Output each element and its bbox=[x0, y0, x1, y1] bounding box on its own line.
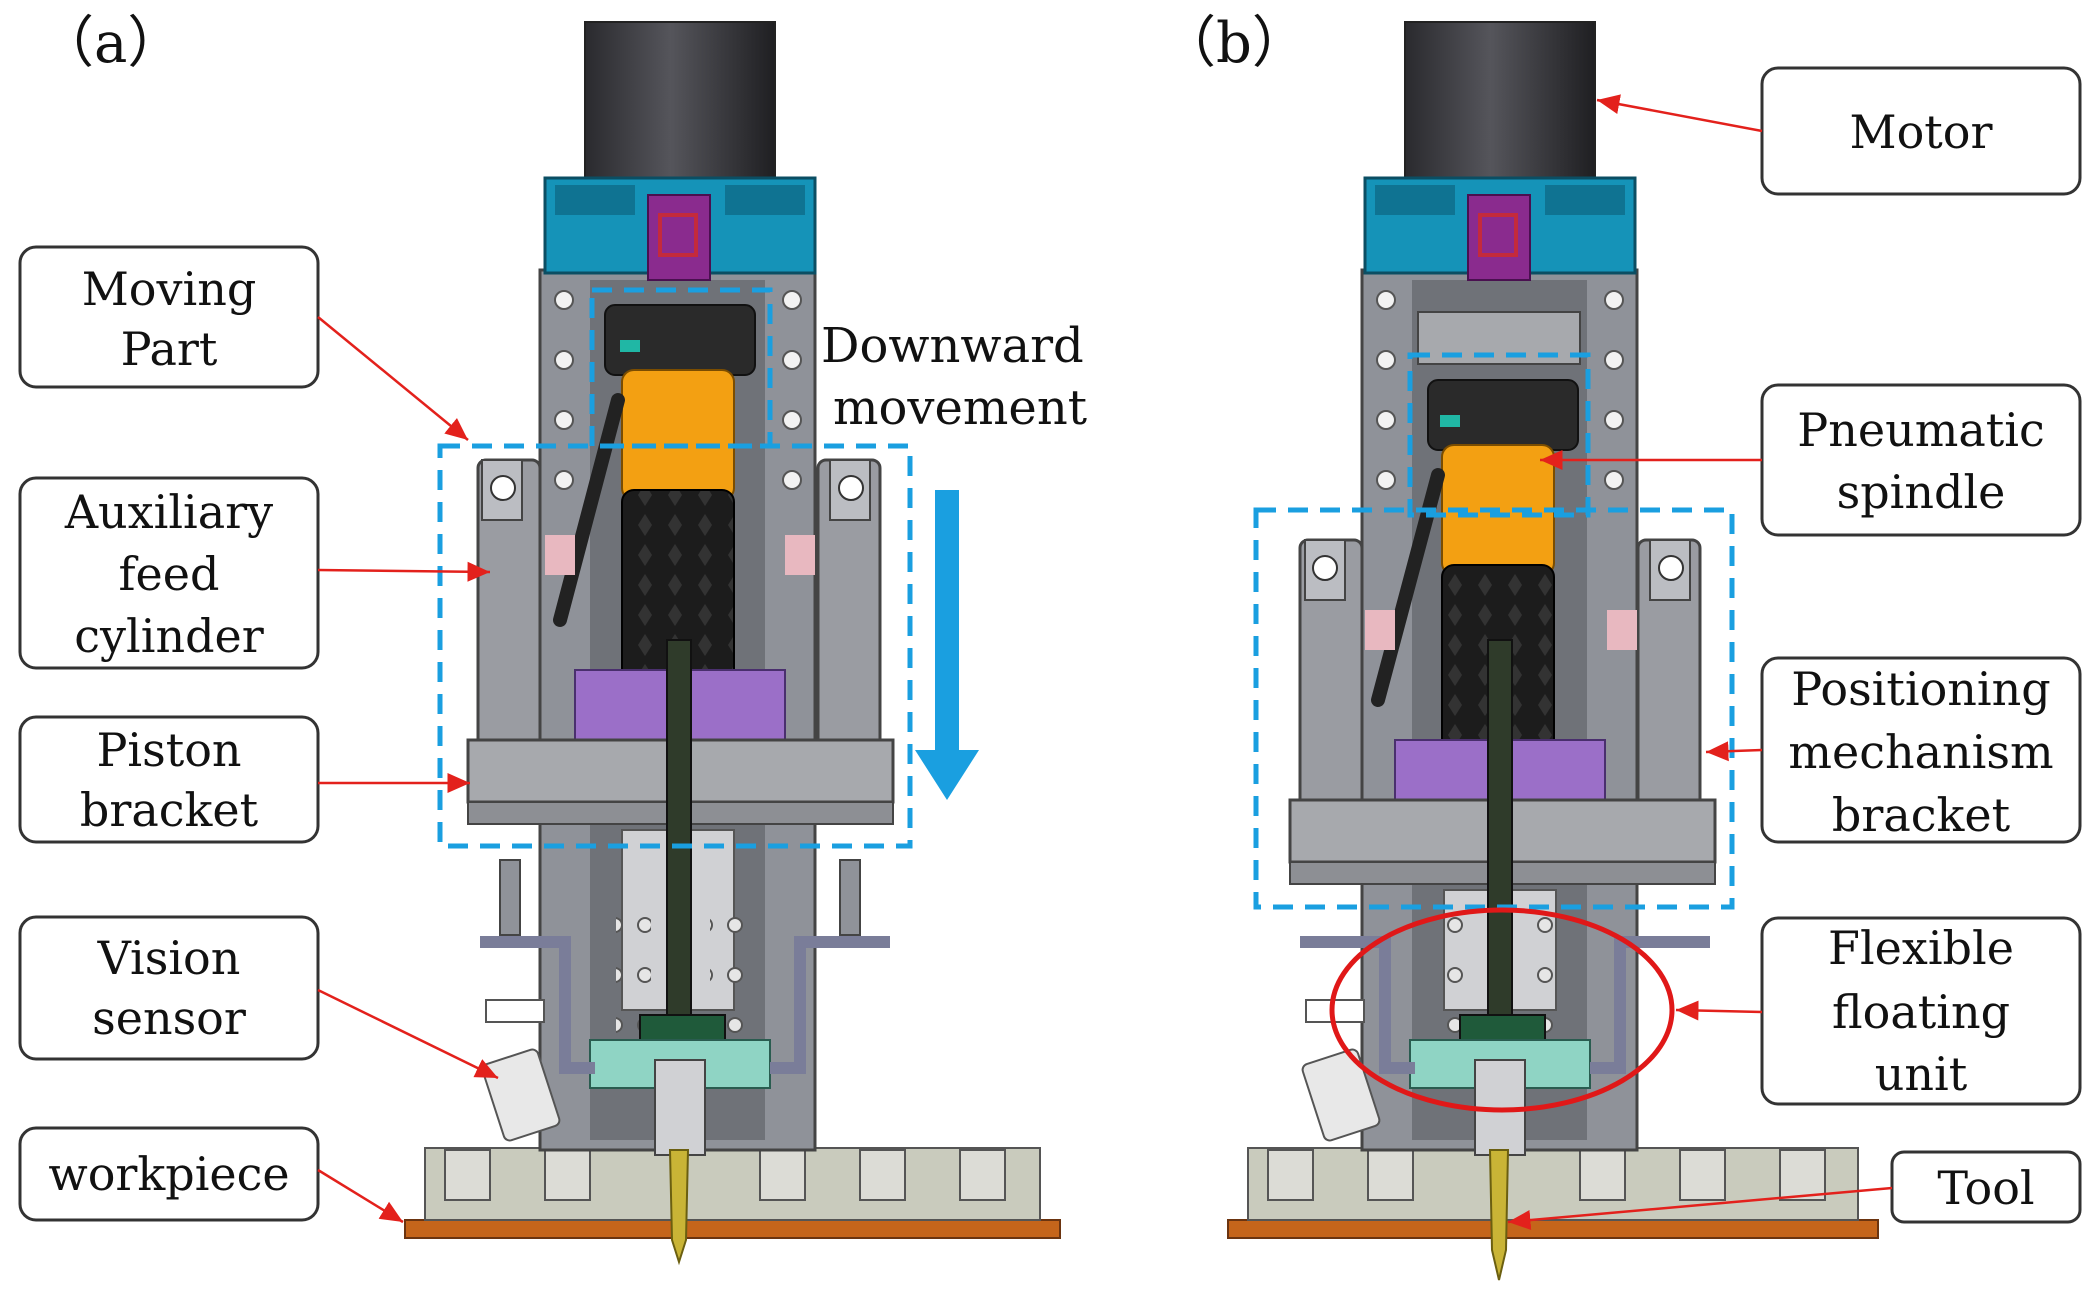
panel-b: （b） bbox=[1160, 11, 2082, 1281]
vision-sensor-part-a bbox=[481, 1048, 561, 1142]
motor-b bbox=[1404, 21, 1596, 181]
callout-workpiece: workpiece bbox=[18, 1126, 320, 1222]
coupling-b bbox=[1467, 194, 1531, 281]
workpiece-plate-a bbox=[404, 1219, 1061, 1239]
leader-tool bbox=[1507, 1186, 1893, 1230]
spindle-dashed-box bbox=[1407, 352, 1591, 518]
motor-a bbox=[584, 21, 776, 181]
base-fixture-a bbox=[424, 1147, 1041, 1221]
moving-part-dashed-box bbox=[437, 443, 913, 849]
workpiece-plate-b bbox=[1227, 1219, 1879, 1239]
leader-motor bbox=[1596, 94, 1763, 133]
panel-a-label: （a） bbox=[38, 11, 183, 76]
downward-movement-arrow bbox=[915, 490, 979, 800]
leader-flexible-floating-unit bbox=[1675, 1000, 1763, 1021]
svg-text:workpiece: workpiece bbox=[48, 1147, 289, 1201]
leader-moving-part bbox=[317, 316, 469, 441]
leader-positioning-mechanism-bracket bbox=[1705, 741, 1763, 762]
callout-motor: Motor bbox=[1760, 66, 2082, 196]
svg-text:Motor: Motor bbox=[1850, 105, 1993, 159]
base-fixture-b bbox=[1247, 1147, 1859, 1221]
leader-workpiece bbox=[317, 1168, 404, 1224]
downward-movement-label: Downward movement bbox=[821, 318, 1099, 436]
coupling-a bbox=[647, 194, 711, 281]
tool-shaft-a bbox=[666, 639, 692, 1031]
tool-shaft-b bbox=[1487, 639, 1513, 1031]
callout-tool: Tool bbox=[1890, 1150, 2082, 1224]
spindle-body-a bbox=[621, 369, 735, 501]
machine-a-drawing bbox=[404, 21, 1061, 1266]
leader-vision-sensor bbox=[317, 988, 499, 1080]
flexible-floating-unit-ellipse bbox=[1329, 907, 1675, 1113]
panel-b-label: （b） bbox=[1160, 11, 1308, 76]
leader-auxiliary-feed-cylinder bbox=[317, 561, 491, 582]
svg-text:Tool: Tool bbox=[1937, 1161, 2034, 1215]
panel-a: （a） bbox=[18, 11, 1099, 1266]
positioning-dashed-box bbox=[1253, 507, 1735, 910]
